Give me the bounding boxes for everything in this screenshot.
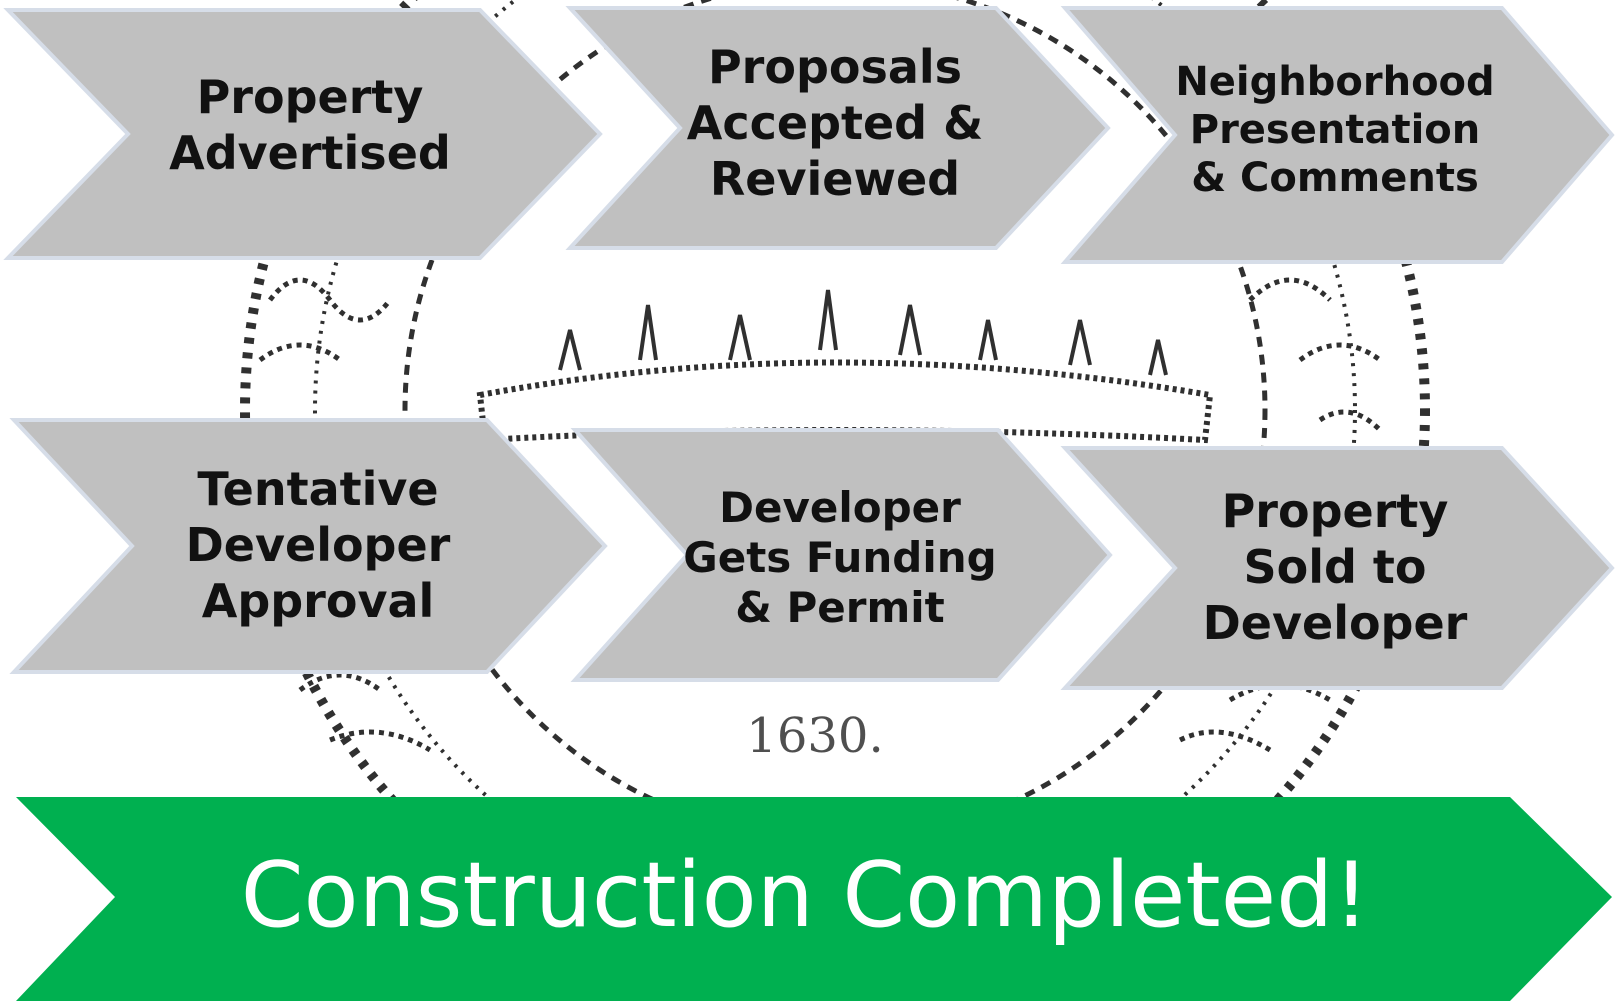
step-2-chevron: [565, 6, 1111, 250]
step-3-label-line-2: Presentation: [1190, 107, 1481, 153]
step-3-chevron: [1060, 6, 1615, 264]
city-seal-background: 1630.: [240, 0, 1430, 1001]
step-3-label-line-3: & Comments: [1191, 155, 1479, 201]
step-5-label-line-3: & Permit: [735, 583, 944, 632]
step-6-label-line-2: Sold to: [1243, 540, 1426, 594]
seal-engraving-right: [1178, 277, 1382, 753]
seal-skyline-detail: [558, 289, 1168, 376]
step-4-label-line-3: Approval: [202, 574, 435, 628]
step-2-label-line-3: Reviewed: [710, 152, 960, 206]
step-6-label-line-1: Property: [1222, 484, 1449, 538]
step-2-label-line-2: Accepted &: [687, 96, 984, 150]
step-1-chevron: [3, 8, 603, 260]
step-5-chevron: [570, 428, 1113, 682]
final-step-arrow: [16, 797, 1612, 1001]
step-1-label-line-2: Advertised: [169, 126, 451, 180]
final-step-banner: Construction Completed!: [16, 797, 1612, 1001]
step-2-label-line-1: Proposals: [708, 40, 962, 94]
step-6-label-line-3: Developer: [1203, 596, 1468, 650]
seal-skyline-art: [476, 359, 1214, 444]
seal-outer-ring: [240, 0, 1430, 1001]
step-5-label-line-2: Gets Funding: [683, 533, 996, 582]
step-6-chevron: [1060, 446, 1615, 690]
step-4-chevron: [9, 418, 608, 674]
seal-year-text: 1630.: [746, 708, 883, 764]
final-step-label: Construction Completed!: [241, 843, 1370, 948]
step-4-label-line-2: Developer: [186, 518, 451, 572]
seal-inner-ring: [313, 0, 1357, 932]
step-3-label-line-1: Neighborhood: [1175, 59, 1494, 105]
step-5-label-line-1: Developer: [719, 483, 961, 532]
step-1-label-line-1: Property: [197, 70, 424, 124]
step-4-label-line-1: Tentative: [197, 462, 438, 516]
